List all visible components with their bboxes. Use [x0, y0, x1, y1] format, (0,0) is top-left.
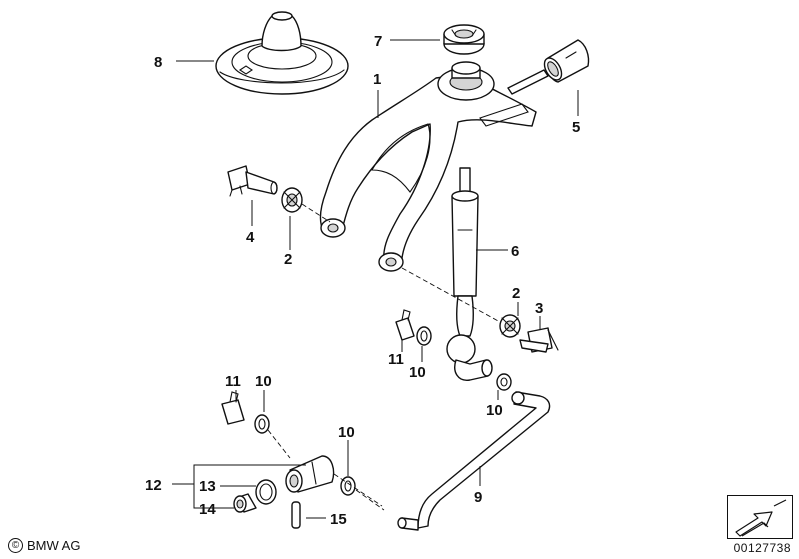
part-1-shift-bracket[interactable]	[319, 61, 549, 272]
callout-12: 12	[145, 477, 162, 494]
callout-10: 10	[486, 402, 503, 419]
callout-2: 2	[512, 285, 520, 302]
leader-lines	[172, 39, 579, 519]
callout-7: 7	[374, 33, 382, 50]
part-2-bushing-left[interactable]	[281, 187, 331, 223]
arrow-icon	[735, 499, 787, 537]
part-11-clip-lower[interactable]	[221, 391, 245, 425]
copyright-notice: © BMW AG	[8, 538, 80, 553]
callout-9: 9	[474, 489, 482, 506]
copyright-text: BMW AG	[27, 538, 81, 553]
part-6-selector-rod[interactable]	[446, 167, 493, 381]
callout-labels: 1 2 2 3 4 5 6 7 8 9 10 10 10 10 11 11 12…	[145, 33, 580, 528]
part-13-ring[interactable]	[255, 479, 277, 505]
part-2-bushing-right[interactable]	[401, 267, 521, 338]
callout-14: 14	[199, 501, 216, 518]
callout-6: 6	[511, 243, 519, 260]
callout-8: 8	[154, 54, 162, 71]
part-10-washer-center[interactable]	[416, 326, 432, 346]
document-number: 00127738	[733, 541, 791, 555]
part-8-shift-boot[interactable]	[215, 11, 349, 95]
part-14-bush[interactable]	[233, 493, 257, 513]
callout-13: 13	[199, 478, 216, 495]
callout-4: 4	[246, 229, 255, 246]
part-5-sleeve[interactable]	[541, 39, 590, 83]
part-10-washer-lower-left[interactable]	[254, 414, 270, 434]
part-4-clip-pin[interactable]	[227, 165, 278, 197]
orientation-thumbnail	[727, 495, 793, 539]
part-3-clip-pin[interactable]	[519, 327, 559, 353]
callout-1: 1	[373, 71, 381, 88]
assembly-line-lower	[267, 429, 385, 511]
part-11-clip-center[interactable]	[395, 309, 415, 341]
callout-10: 10	[409, 364, 426, 381]
callout-10: 10	[255, 373, 272, 390]
callout-5: 5	[572, 119, 580, 136]
part-10-washer-right[interactable]	[496, 373, 512, 391]
callout-3: 3	[535, 300, 543, 317]
part-12-joint-housing[interactable]	[285, 455, 335, 493]
part-7-grommet[interactable]	[443, 24, 485, 55]
part-15-pin[interactable]	[291, 501, 301, 529]
callout-2: 2	[284, 251, 292, 268]
copyright-symbol: ©	[8, 538, 23, 553]
callout-10: 10	[338, 424, 355, 441]
callout-11: 11	[225, 373, 241, 390]
part-9-shift-rod[interactable]	[397, 391, 551, 531]
callout-11: 11	[388, 351, 404, 368]
callout-15: 15	[330, 511, 347, 528]
